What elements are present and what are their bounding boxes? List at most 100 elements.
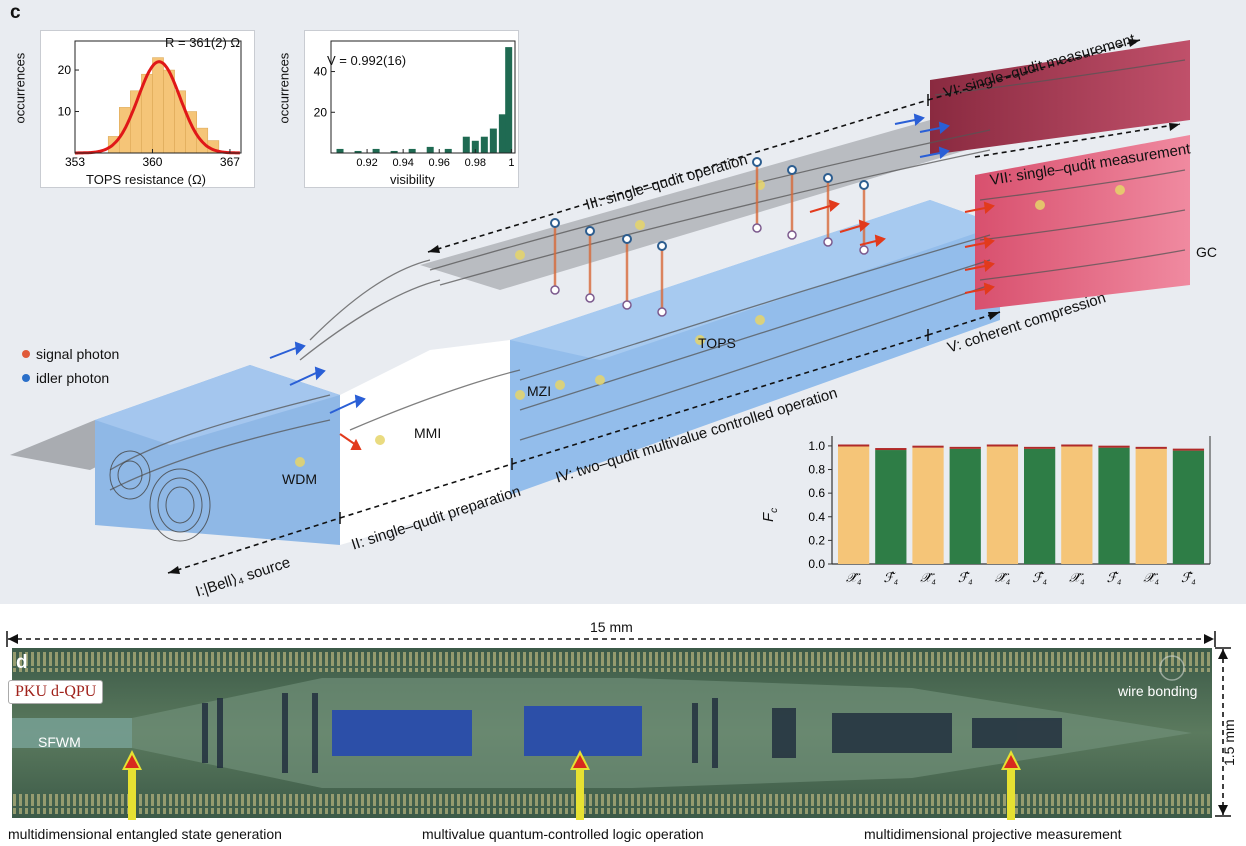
sfwm-label: SFWM xyxy=(38,734,81,750)
resistance-xtick-label: 367 xyxy=(220,155,240,169)
fidelity-bar xyxy=(1172,450,1205,564)
gaussian-fit-curve xyxy=(75,60,240,155)
visibility-ytick-label: 20 xyxy=(314,105,328,119)
fidelity-bar-cap xyxy=(1061,444,1093,447)
idler-dot-icon xyxy=(22,374,30,382)
fidelity-category-label: ℱ̂₄ xyxy=(1181,570,1196,585)
fidelity-category-label: 𝒳̂₄ xyxy=(1143,570,1159,585)
label-mzi: MZI xyxy=(527,383,552,399)
fidelity-bar xyxy=(1024,448,1056,564)
visibility-xtick-label: 0.98 xyxy=(465,157,486,169)
fidelity-ytick-label: 0.6 xyxy=(808,486,825,500)
legend-signal: signal photon xyxy=(22,346,119,362)
resistance-ylabel: occurrences xyxy=(12,52,28,124)
visibility-bar xyxy=(471,140,479,153)
visibility-bar xyxy=(390,150,398,153)
visibility-xlabel: visibility xyxy=(390,172,435,187)
resistance-ytick-label: 20 xyxy=(58,63,72,77)
resistance-axes-frame xyxy=(74,40,242,154)
visibility-bar xyxy=(426,146,434,153)
visibility-xtick-label: 0.92 xyxy=(356,157,377,169)
wire-bonding-label: wire bonding xyxy=(1118,683,1198,699)
brand-badge: PKU d-QPU xyxy=(8,680,104,704)
visibility-bar xyxy=(505,47,513,153)
fidelity-bar-cap xyxy=(838,444,870,447)
visibility-bar xyxy=(498,114,506,153)
signal-dot-icon xyxy=(22,350,30,358)
visibility-bar xyxy=(489,128,497,153)
visibility-bar xyxy=(336,148,344,153)
legend-idler-label: idler photon xyxy=(36,370,110,386)
visibility-bar xyxy=(462,136,470,153)
fidelity-category-label: ℱ̂₄ xyxy=(1107,570,1122,585)
pointer-arrows xyxy=(122,750,1021,820)
height-label: 1.5 mm xyxy=(1221,719,1237,766)
fidelity-bar xyxy=(1135,448,1167,564)
visibility-bar xyxy=(408,148,416,153)
panel-letter-c: c xyxy=(10,2,21,23)
resistance-bar xyxy=(152,57,164,154)
fidelity-bar xyxy=(912,447,944,564)
fidelity-bar xyxy=(986,446,1019,564)
fidelity-ylabel-main: F xyxy=(760,512,777,522)
fidelity-category-label: ℱ̂₄ xyxy=(883,570,898,585)
visibility-axes-frame xyxy=(330,40,516,154)
label-mmi: MMI xyxy=(414,425,442,441)
fidelity-chart-plot: 0.0 0.2 0.4 0.6 0.8 1.0𝒳̂₄ ℱ̂₄ 𝒳̂₄ ℱ̂₄ 𝒳̂₄ ℱ̂₄ 𝒳̂₄ ℱ… xyxy=(808,436,1211,585)
fidelity-ytick-label: 0.2 xyxy=(808,533,825,547)
fidelity-bar-cap xyxy=(986,444,1019,447)
bottom-label-center: multivalue quantum-controlled logic oper… xyxy=(422,826,704,842)
bottom-label-left: multidimensional entangled state generat… xyxy=(8,826,282,842)
fidelity-category-label: 𝒳̂₄ xyxy=(846,570,862,585)
visibility-annotation: V = 0.992(16) xyxy=(327,53,407,68)
visibility-bar xyxy=(372,148,380,153)
visibility-bar xyxy=(354,150,362,153)
photonic-chip-schematic xyxy=(10,39,1190,574)
fidelity-ytick-label: 0.8 xyxy=(808,463,825,477)
visibility-ytick-label: 40 xyxy=(314,65,328,79)
fidelity-category-label: 𝒳̂₄ xyxy=(1069,570,1085,585)
width-label: 15 mm xyxy=(590,619,633,635)
visibility-bar xyxy=(480,136,488,153)
label-tops: TOPS xyxy=(698,335,736,351)
visibility-ylabel: occurrences xyxy=(276,52,292,124)
fidelity-category-label: ℱ̂₄ xyxy=(1032,570,1047,585)
panel-letter-d: d xyxy=(16,652,28,673)
visibility-xtick-label: 0.94 xyxy=(392,157,413,169)
resistance-ytick-label: 10 xyxy=(58,105,72,119)
resistance-histogram: 353 360 367 10 20 R = 361(2) Ω TOPS resistan… xyxy=(40,30,255,188)
resistance-xtick-label: 353 xyxy=(65,155,85,169)
label-gc: GC xyxy=(1196,244,1217,260)
fidelity-bar xyxy=(1061,446,1093,564)
fidelity-bar-cap xyxy=(875,448,907,451)
resistance-xlabel: TOPS resistance (Ω) xyxy=(86,172,207,187)
fidelity-bar-cap xyxy=(949,446,981,449)
fidelity-bar-cap xyxy=(1024,446,1056,449)
fidelity-bar xyxy=(875,450,907,564)
fidelity-ytick-label: 0.4 xyxy=(808,510,825,524)
resistance-xtick-label: 360 xyxy=(142,155,162,169)
fidelity-bar-cap xyxy=(1135,446,1167,449)
fidelity-category-label: ℱ̂₄ xyxy=(958,570,973,585)
fidelity-category-label: 𝒳̂₄ xyxy=(920,570,936,585)
legend-idler: idler photon xyxy=(22,370,109,386)
fidelity-bar-cap xyxy=(1172,448,1205,451)
resistance-annotation: R = 361(2) Ω xyxy=(165,35,241,50)
fidelity-bar xyxy=(1098,447,1130,564)
fidelity-bar xyxy=(949,448,981,564)
fidelity-category-label: 𝒳̂₄ xyxy=(995,570,1011,585)
fidelity-bar-cap xyxy=(912,445,944,448)
height-dimension-line xyxy=(1215,647,1231,817)
fidelity-ylabel: Fc xyxy=(760,508,780,522)
visibility-xtick-label: 0.96 xyxy=(429,157,450,169)
fidelity-ytick-label: 0.0 xyxy=(808,557,825,571)
label-wdm: WDM xyxy=(282,471,317,487)
fidelity-ytick-label: 1.0 xyxy=(808,439,825,453)
legend-signal-label: signal photon xyxy=(36,346,120,362)
width-dimension-line xyxy=(6,631,1216,647)
resistance-histogram-plot: 353 360 367 10 20 xyxy=(58,40,242,169)
fidelity-bar-cap xyxy=(1098,445,1130,448)
panel-c: c 353 360 367 10 20 R = 361(2) Ω TOPS resist… xyxy=(0,0,1246,604)
